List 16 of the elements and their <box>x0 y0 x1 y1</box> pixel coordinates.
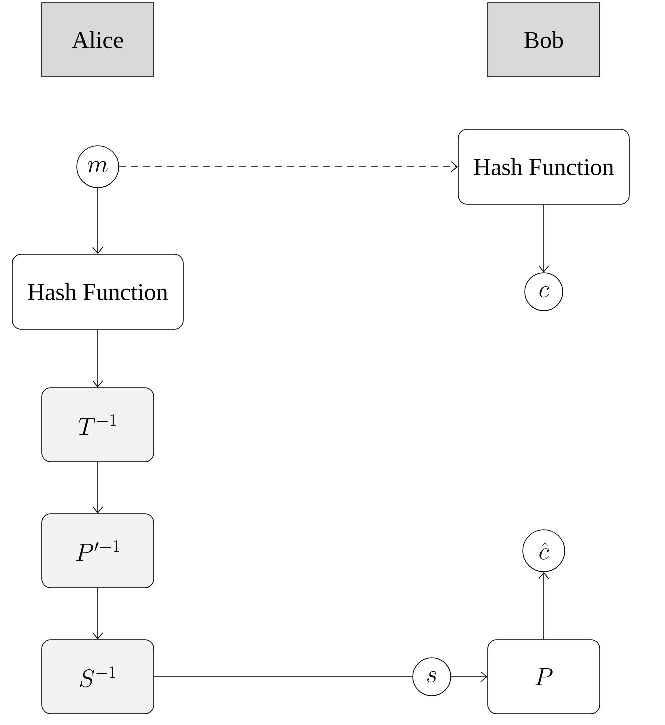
arrow <box>538 204 550 273</box>
process-box: Hash Function <box>458 129 630 205</box>
process-box: $P$ <box>488 640 600 714</box>
arrow <box>451 672 488 682</box>
process-box: $P'^{-1}$ <box>42 514 154 588</box>
arrow <box>92 330 104 388</box>
participant-box: Bob <box>488 2 600 78</box>
arrow <box>92 462 104 514</box>
participant-box: Alice <box>42 2 154 78</box>
arrow <box>119 162 458 172</box>
arrow <box>538 572 550 640</box>
process-box: Hash Function <box>12 254 184 330</box>
process-box: $T^{-1}$ <box>42 388 154 462</box>
arrow <box>92 188 104 254</box>
process-box: $S^{-1}$ <box>42 640 154 714</box>
arrow <box>92 588 104 640</box>
